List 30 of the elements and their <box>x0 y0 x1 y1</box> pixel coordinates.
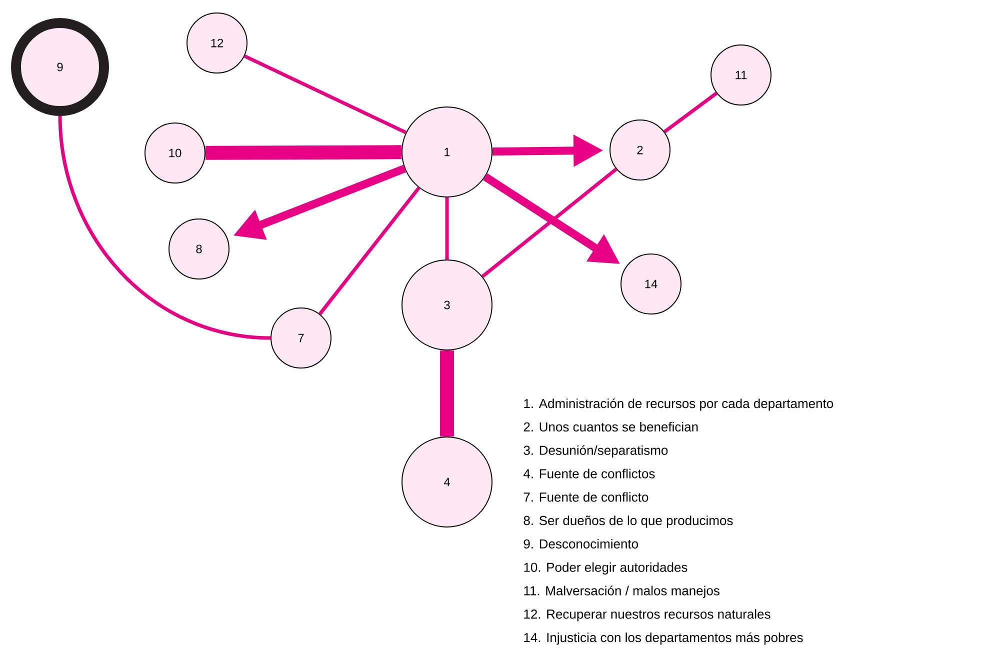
circle-node: 2 <box>610 120 670 180</box>
circle-node: 9 <box>11 18 109 116</box>
connector-line <box>663 92 718 134</box>
circle-node: 14 <box>620 254 682 314</box>
circle-node: 11 <box>710 44 772 106</box>
circle-node: 7 <box>270 308 332 368</box>
legend-item: 2. Unos cuantos se benefician <box>524 422 698 432</box>
legend-item: 8. Ser dueños de lo que producimos <box>524 516 733 528</box>
circle-node: 12 <box>186 12 248 74</box>
circle-node: 1 <box>402 106 492 198</box>
legend-item: 1. Administración de recursos por cada departamento <box>524 398 834 411</box>
connector-line <box>481 168 618 278</box>
legend-item: 4. Fuente de conflictos <box>524 468 655 478</box>
circle-node: 10 <box>144 122 206 184</box>
legend-item: 11. Malversación / malos manejos <box>524 586 720 598</box>
legend-item: 7. Fuente de conflicto <box>524 492 648 502</box>
legend-item: 12. Recuperar nuestros recursos naturales <box>524 609 770 622</box>
circle-node: 3 <box>402 260 492 350</box>
circle-node: 4 <box>402 436 492 528</box>
legend-item: 9. Desconocimiento <box>524 538 638 549</box>
connector-line <box>58 116 271 340</box>
legend-item: 10. Poder elegir autoridades <box>524 562 688 574</box>
connector-line <box>244 54 407 134</box>
connector-line <box>205 145 402 160</box>
connector-line <box>318 186 420 316</box>
connector-line <box>440 350 454 436</box>
legend-item: 14. Injusticia con los departamentos más pobres <box>524 632 803 645</box>
connector-line <box>445 198 449 260</box>
legend-item: 3. Desunión/separatismo <box>524 445 668 458</box>
circle-node: 8 <box>168 218 230 280</box>
